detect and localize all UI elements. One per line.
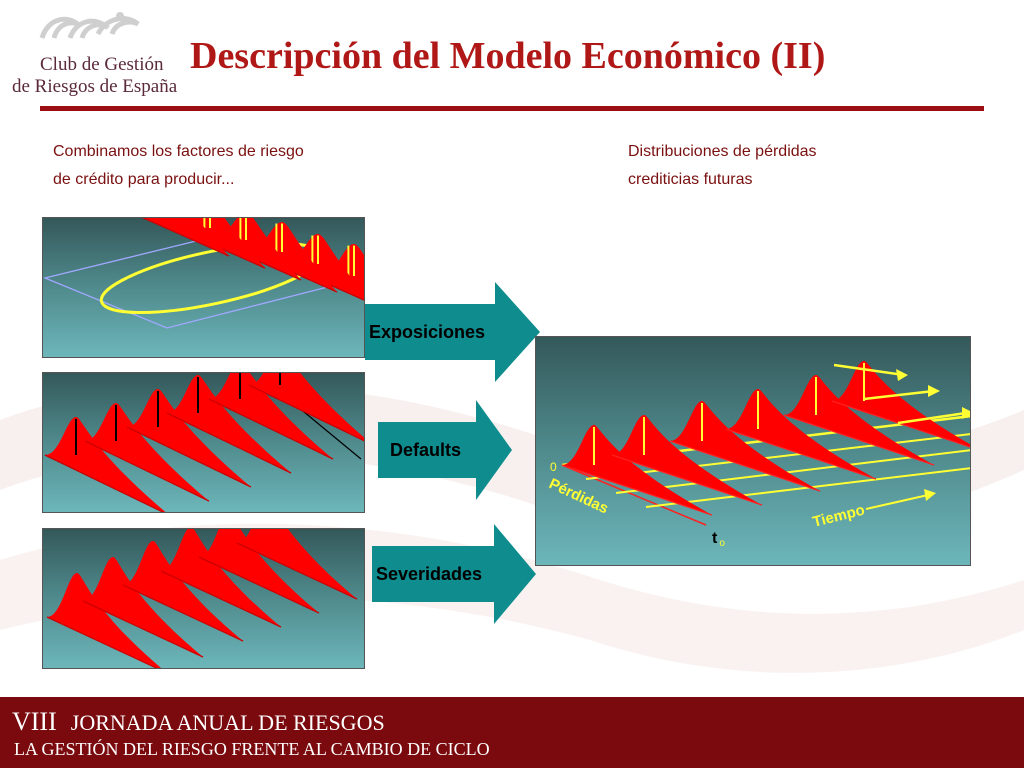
logo-text-line1: Club de Gestión (40, 54, 164, 75)
distribution-baseline (198, 556, 320, 614)
distribution-baseline (611, 454, 763, 506)
distribution-curve (199, 529, 319, 613)
caption-left-line1: Combinamos los factores de riesgo (53, 143, 304, 160)
severities-panel (42, 528, 365, 669)
defaults-arrow: Defaults (378, 400, 512, 500)
distribution-baseline (160, 570, 282, 628)
distribution-baseline (82, 600, 204, 658)
exposures-panel (42, 217, 365, 358)
distribution-baseline (46, 616, 158, 668)
distribution-curve (726, 389, 876, 479)
distribution-baseline (166, 412, 292, 474)
loss-distributions (561, 361, 970, 516)
time-axis-label: Tiempo (811, 502, 867, 531)
exposures-label: Exposiciones (369, 322, 486, 342)
distribution-curve (612, 415, 762, 505)
distribution-curve (562, 425, 712, 515)
distribution-curve (832, 361, 970, 447)
distribution-baseline (783, 414, 935, 466)
distribution-baseline (236, 542, 358, 600)
title-divider (40, 106, 984, 111)
distribution-baseline (126, 426, 252, 488)
distribution-curve (161, 529, 281, 627)
severities-label: Severidades (376, 564, 483, 584)
default-distributions (44, 373, 364, 512)
distribution-baseline (208, 398, 334, 460)
distribution-curve (237, 529, 357, 599)
caption-loss-distributions: Distribuciones de pérdidas crediticias f… (628, 138, 817, 194)
distribution-baseline (725, 428, 877, 480)
severity-distributions (46, 529, 358, 668)
distribution-baseline (122, 584, 244, 642)
distribution-curve (47, 573, 162, 668)
club-logo: Club de Gestión de Riesgos de España (6, 8, 186, 98)
distribution-curve (247, 222, 337, 292)
exposure-distributions (141, 218, 364, 301)
distribution-curve (784, 375, 934, 465)
origin-label: 0 (550, 460, 557, 474)
distribution-baseline (141, 218, 230, 257)
footer-roman: VIII (12, 707, 57, 736)
defaults-label: Defaults (390, 440, 462, 460)
distribution-baseline (248, 384, 364, 442)
exposures-diagram (43, 218, 364, 329)
distribution-curve (83, 557, 203, 657)
distribution-baseline (44, 454, 165, 512)
logo-emblem-icon (39, 12, 140, 40)
loss-distribution-diagram: 0 Pérdidas Tiempo to tn (546, 361, 970, 549)
distribution-baseline (669, 440, 821, 492)
t0-main: t (712, 530, 718, 547)
distribution-curve (249, 373, 364, 441)
defaults-panel (42, 372, 365, 513)
footer-subtitle: LA GESTIÓN DEL RIESGO FRENTE AL CAMBIO D… (14, 739, 490, 759)
distribution-baseline (561, 464, 713, 516)
caption-right-line2: crediticias futuras (628, 171, 753, 188)
footer-banner: VIII JORNADA ANUAL DE RIESGOS LA GESTIÓN … (0, 697, 1024, 768)
exposures-arrow: Exposiciones (365, 282, 540, 382)
t0-subscript: o (719, 538, 725, 549)
page-title: Descripción del Modelo Económico (II) (190, 35, 826, 77)
distribution-baseline (831, 400, 970, 448)
distribution-curve (670, 401, 820, 491)
distribution-baseline (84, 440, 210, 502)
defaults-diagram (44, 373, 364, 512)
logo-text-line2: de Riesgos de España (12, 76, 178, 97)
caption-left-line2: de crédito para producir... (53, 171, 235, 188)
severities-diagram (46, 529, 358, 668)
severities-arrow: Severidades (372, 524, 536, 624)
footer-event-line: VIII JORNADA ANUAL DE RIESGOS (12, 707, 385, 737)
caption-right-line1: Distribuciones de pérdidas (628, 143, 817, 160)
distribution-curve (123, 541, 243, 641)
caption-risk-factors: Combinamos los factores de riesgo de cré… (53, 138, 304, 194)
footer-event-title: JORNADA ANUAL DE RIESGOS (70, 710, 385, 735)
loss-distributions-panel: 0 Pérdidas Tiempo to tn (535, 336, 971, 566)
